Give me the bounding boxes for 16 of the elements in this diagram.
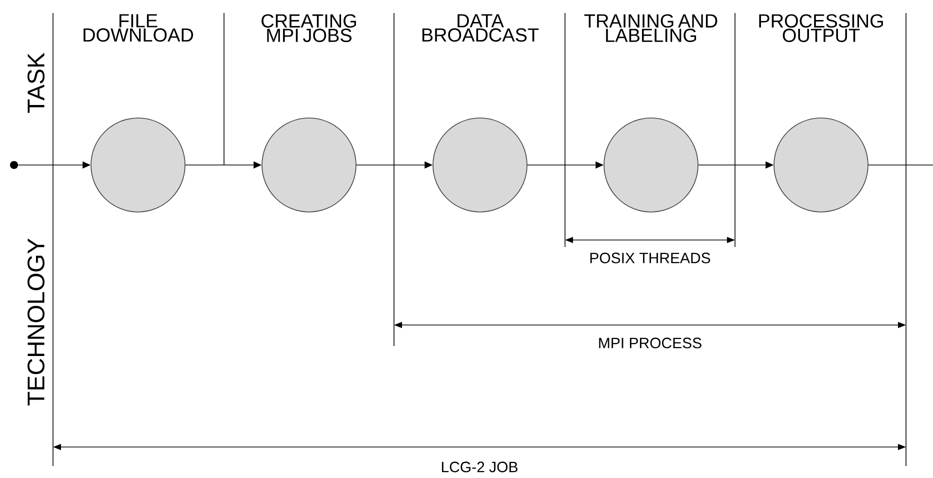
start-dot: [10, 161, 18, 169]
task-circle: [262, 118, 356, 212]
task-heading: FILE DOWNLOAD: [84, 14, 194, 42]
task-circle: [432, 118, 528, 212]
task-heading: DATA BROADCAST: [422, 14, 539, 42]
dimension-label: LCG-2 JOB: [442, 462, 518, 472]
axis-label: TECHNOLOGY: [28, 238, 44, 406]
dimension-label: MPI PROCESS: [599, 338, 702, 348]
task-heading: PROCESSING OUTPUT: [759, 14, 883, 42]
task-circle: [90, 118, 186, 212]
task-circle: [604, 118, 698, 212]
task-heading: TRAINING AND LABELING: [584, 14, 718, 42]
dimension-label: POSIX THREADS: [590, 252, 710, 264]
task-heading: CREATING MPI JOBS: [262, 14, 356, 42]
axis-label: TASK: [28, 52, 44, 113]
task-circle: [774, 118, 868, 212]
